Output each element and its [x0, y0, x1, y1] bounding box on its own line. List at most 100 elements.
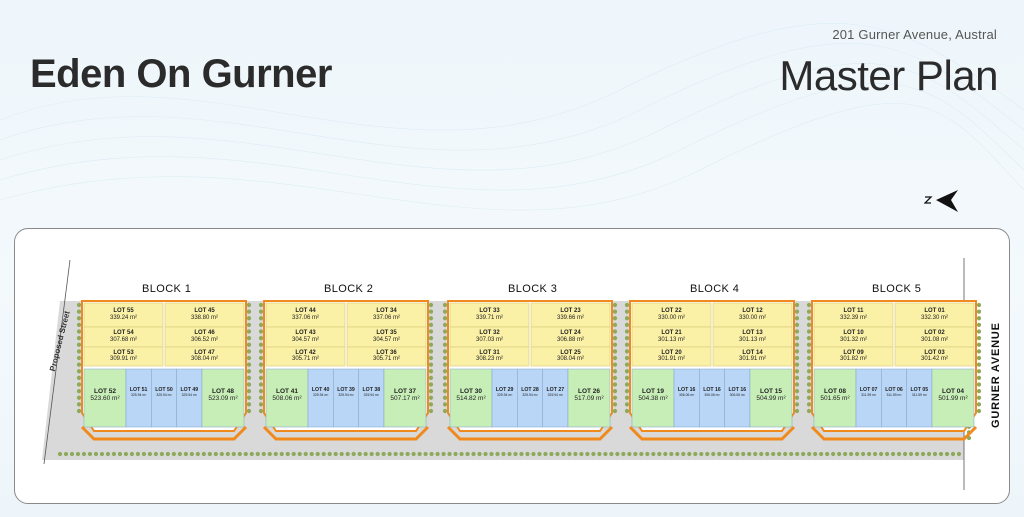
street-tree: [675, 451, 680, 457]
street-tree: [309, 451, 314, 457]
block-hedge: [976, 329, 982, 334]
block-hedge: [794, 382, 800, 387]
lot-area: 301.08 m²: [920, 336, 948, 343]
block-hedge: [442, 309, 448, 314]
lot-area: 332.30 m²: [920, 314, 948, 321]
street-tree: [357, 451, 362, 457]
block-hedge: [612, 389, 618, 394]
lot-parcel: [164, 346, 245, 367]
block-hedge: [806, 382, 812, 387]
block-hedge: [258, 369, 264, 374]
block-hedge: [624, 329, 630, 334]
lot-parcel: [346, 346, 427, 367]
street-tree: [387, 451, 392, 457]
block-hedge: [612, 322, 618, 327]
block-hedge: [246, 402, 252, 407]
lot-area: 337.06 m²: [291, 314, 319, 321]
street-tree: [327, 451, 332, 457]
block-hedge: [246, 309, 252, 314]
block-hedge: [806, 408, 812, 414]
street-tree: [759, 451, 764, 457]
block-hedge: [442, 355, 448, 361]
street-tree: [81, 451, 87, 457]
street-tree: [825, 451, 830, 457]
block-hedge: [624, 342, 630, 347]
block-hedge: [258, 402, 264, 407]
block-hedge: [612, 382, 618, 387]
block-hedge: [76, 402, 82, 407]
street-tree: [399, 451, 404, 457]
lot-number: LOT 47: [194, 349, 215, 356]
street-tree: [669, 451, 674, 457]
lot-area: 325.94 m²: [363, 392, 379, 397]
lot-parcel: [813, 302, 894, 328]
estate-name: Eden On Gurner: [30, 52, 332, 96]
street-tree: [429, 451, 434, 457]
street-tree: [273, 451, 278, 457]
block-hedge: [258, 309, 264, 314]
lot-number: LOT 30: [459, 388, 483, 395]
street-tree: [765, 451, 770, 457]
lot-parcel: [176, 368, 203, 428]
lot-number: LOT 16: [703, 387, 721, 393]
block-hedge: [428, 375, 434, 380]
block-hedge: [612, 402, 618, 407]
street-tree: [627, 451, 632, 457]
block-hedge: [806, 329, 812, 334]
block-hedge: [624, 362, 630, 367]
block-hedge: [428, 342, 434, 347]
block-label: BLOCK 1: [142, 283, 192, 295]
lot-area: 325.94 m²: [313, 392, 329, 397]
block-hedge: [794, 355, 800, 361]
block-hedge: [76, 362, 82, 367]
block-hedge: [976, 322, 982, 327]
block-hedge: [976, 302, 982, 308]
block-hedge: [624, 395, 630, 400]
block-hedge: [428, 316, 434, 321]
lot-number: LOT 48: [211, 388, 235, 395]
street-tree: [896, 451, 902, 457]
lot-area: 308.04 m²: [190, 356, 218, 363]
lot-area: 306.06 m²: [729, 392, 745, 397]
street-tree: [249, 451, 254, 457]
block-hedge: [806, 322, 812, 327]
lot-area: 306.06 m²: [704, 392, 720, 397]
block-curb: [628, 425, 796, 441]
street-tree: [507, 451, 512, 457]
street-tree: [513, 451, 518, 457]
block-hedge: [976, 309, 982, 314]
lot-area: 325.94 m²: [181, 392, 197, 397]
lot-parcel: [749, 368, 793, 428]
street-tree: [867, 451, 872, 457]
block-hedge: [794, 336, 800, 341]
lot-area: 337.06 m²: [372, 314, 400, 321]
block-hedge: [442, 302, 448, 308]
lot-number: LOT 22: [661, 308, 682, 314]
street-tree: [279, 451, 284, 457]
street-tree: [99, 451, 105, 457]
block-hedge: [806, 309, 812, 314]
lot-area: 517.09 m²: [574, 395, 604, 403]
street-tree: [663, 451, 668, 457]
block-hedge: [246, 336, 252, 341]
block-hedge: [612, 375, 618, 380]
street-tree: [801, 451, 806, 457]
lot-area: 311.59 m²: [861, 392, 877, 397]
block-label: BLOCK 2: [324, 283, 374, 295]
lot-number: LOT 11: [843, 308, 864, 314]
block-hedge: [612, 408, 618, 414]
block-hedge: [442, 362, 448, 367]
